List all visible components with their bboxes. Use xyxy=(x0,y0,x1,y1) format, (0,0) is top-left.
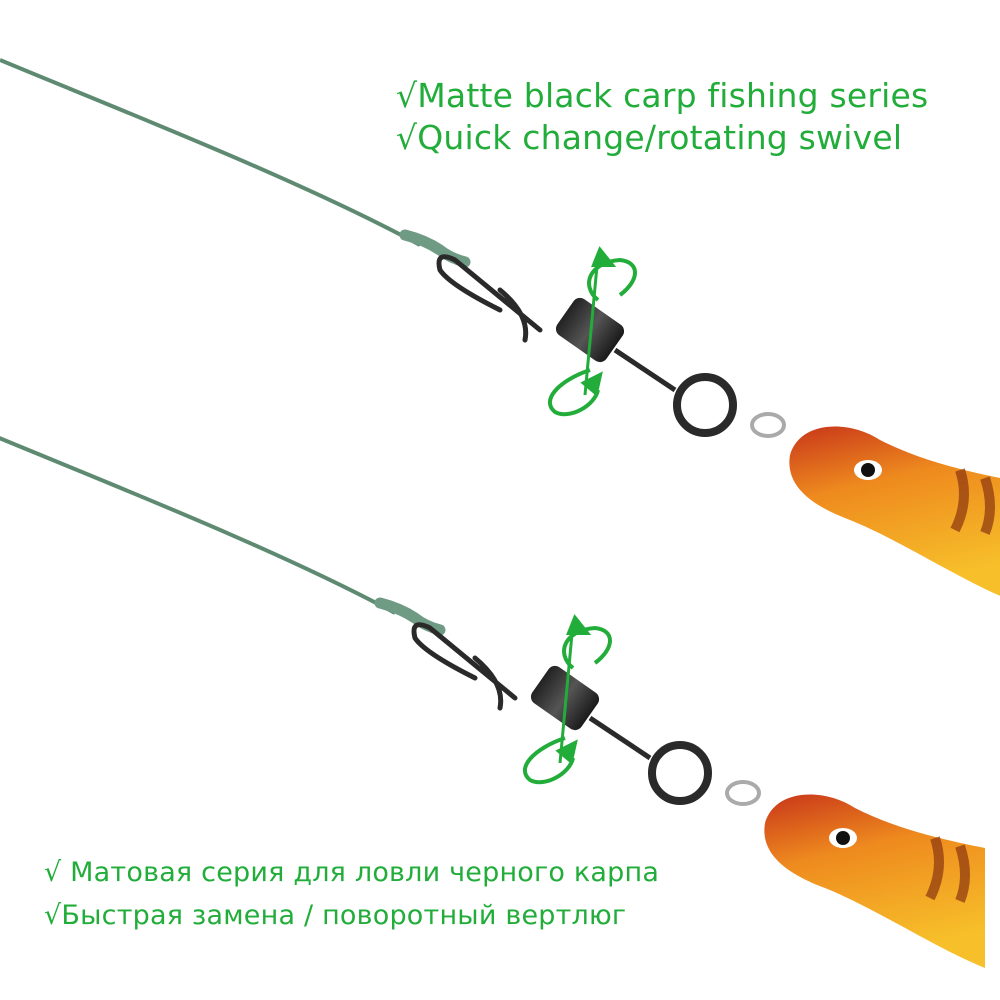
feature-en-1: √Matte black carp fishing series xyxy=(396,76,929,115)
feature-ru-2: √Быстрая замена / поворотный вертлюг xyxy=(44,900,627,931)
feature-ru-1: √ Матовая серия для ловли черного карпа xyxy=(44,857,660,888)
feature-en-2: √Quick change/rotating swivel xyxy=(396,118,903,157)
